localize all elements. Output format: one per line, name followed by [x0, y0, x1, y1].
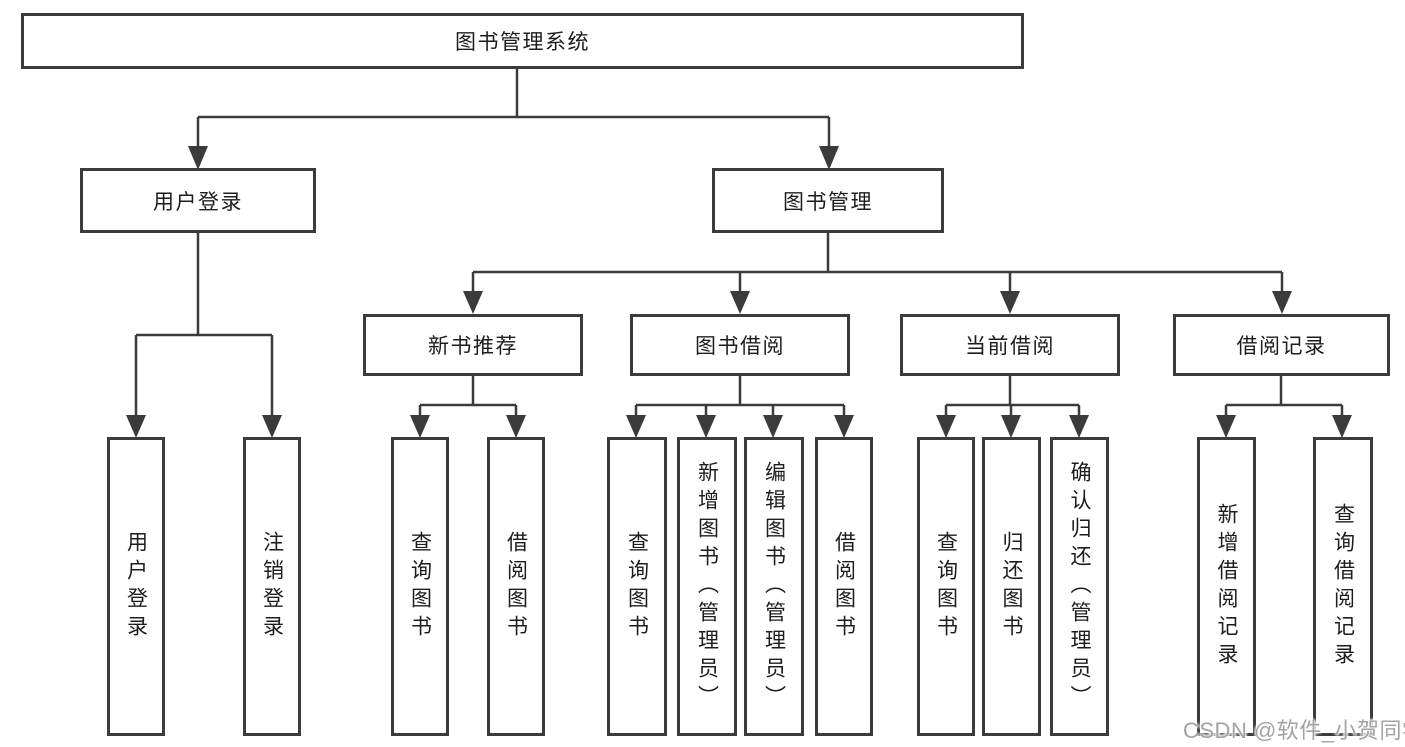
node-label: 图书管理: [783, 190, 873, 214]
arrowhead: [819, 146, 839, 170]
arrowhead: [410, 415, 430, 438]
node-label: 用户登录: [153, 190, 243, 214]
node-label: 用户登录: [124, 530, 148, 643]
arrowhead: [506, 415, 526, 438]
connector-current-borrow-branch: [944, 376, 1081, 418]
node-label: 借阅记录: [1236, 335, 1327, 358]
leaf-query-books-recommend: 查询图书: [391, 437, 449, 736]
leaf-confirm-return-admin: 确认归还（管理员）: [1050, 437, 1109, 736]
leaf-query-borrow-record: 查询借阅记录: [1313, 437, 1373, 736]
leaf-user-login: 用户登录: [107, 437, 165, 736]
node-current-borrowing: 当前借阅: [900, 314, 1120, 376]
node-label: 查询图书: [625, 530, 649, 643]
node-label: 新书推荐: [428, 335, 518, 358]
node-library-management-system: 图书管理系统: [21, 13, 1024, 69]
arrowhead: [763, 415, 783, 438]
node-label: 新增图书（管理员）: [695, 460, 719, 713]
node-label: 编辑图书（管理员）: [762, 460, 786, 713]
node-label: 查询图书: [408, 530, 432, 643]
node-label: 图书借阅: [695, 335, 785, 358]
arrowhead: [126, 415, 146, 438]
node-label: 归还图书: [1000, 530, 1023, 643]
leaf-logout: 注销登录: [243, 437, 301, 736]
node-label: 查询借阅记录: [1331, 502, 1355, 671]
node-book-borrowing: 图书借阅: [630, 314, 850, 376]
node-book-management: 图书管理: [712, 168, 944, 233]
arrowhead: [936, 415, 956, 438]
arrowhead: [834, 415, 854, 438]
connector-root-to-level2: [196, 69, 831, 150]
connector-book-borrow-branch: [634, 376, 846, 418]
arrowhead: [730, 291, 750, 314]
arrowhead: [1332, 415, 1352, 438]
connector-book-management-branch: [471, 233, 1284, 294]
node-user-login: 用户登录: [80, 168, 316, 233]
arrowhead: [1000, 291, 1020, 314]
node-borrowing-records: 借阅记录: [1173, 314, 1390, 376]
node-label: 注销登录: [260, 530, 284, 643]
leaf-query-books-borrow: 查询图书: [607, 437, 667, 736]
leaf-return-books: 归还图书: [982, 437, 1041, 736]
node-new-book-recommendation: 新书推荐: [363, 314, 583, 376]
arrowhead: [1272, 291, 1292, 314]
node-label: 确认归还（管理员）: [1068, 460, 1091, 713]
arrowhead: [1069, 415, 1089, 438]
node-label: 借阅图书: [504, 530, 528, 643]
leaf-edit-books-admin: 编辑图书（管理员）: [744, 437, 804, 736]
connector-user-login-branch: [134, 233, 274, 418]
node-label: 查询图书: [934, 530, 958, 643]
arrowhead: [262, 415, 282, 438]
node-label: 当前借阅: [965, 335, 1055, 358]
leaf-borrow-books: 借阅图书: [815, 437, 873, 736]
node-label: 新增借阅记录: [1215, 502, 1238, 671]
node-label: 借阅图书: [832, 530, 856, 643]
leaf-add-borrow-record: 新增借阅记录: [1197, 437, 1256, 736]
leaf-add-books-admin: 新增图书（管理员）: [677, 437, 737, 736]
arrowhead: [1216, 415, 1236, 438]
arrowhead: [463, 291, 483, 314]
leaf-borrow-books-recommend: 借阅图书: [487, 437, 545, 736]
connector-borrow-record-branch: [1224, 376, 1344, 418]
csdn-watermark: CSDN @软件_小贺同学: [1183, 718, 1405, 743]
connector-new-book-branch: [418, 376, 518, 418]
leaf-query-books-current: 查询图书: [917, 437, 975, 736]
arrowhead: [188, 146, 208, 170]
node-label: 图书管理系统: [455, 31, 590, 54]
arrowhead: [1001, 415, 1021, 438]
arrowhead: [626, 415, 646, 438]
arrowhead: [696, 415, 716, 438]
